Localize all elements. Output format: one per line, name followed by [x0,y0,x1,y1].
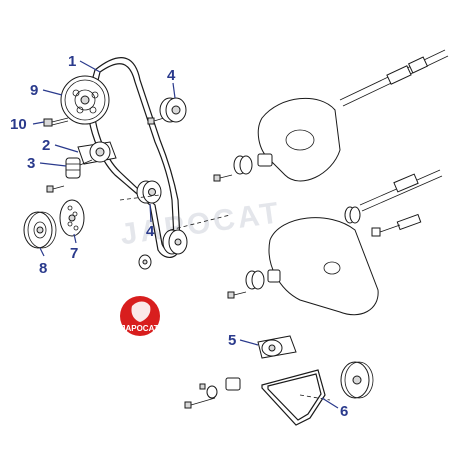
middle-gear [344,206,361,224]
bolt-small [213,174,233,182]
crankshaft-pulley [23,211,57,249]
middle-shaft [359,169,443,212]
timing-belt-lower [261,369,326,426]
lower-gear [245,270,265,290]
watermark-text: JAPOCAT [118,196,283,251]
lower-washer [206,385,218,399]
crank-sprocket [162,229,188,255]
lower-housing [268,217,379,316]
callout-6: 6 [340,403,348,420]
bolt-small [227,291,247,299]
upper-gear [233,155,253,175]
pulley-bolt [43,117,69,127]
bolt-small [46,185,65,193]
lower-tensioner [257,335,297,359]
callout-2: 2 [42,137,50,154]
upper-bushing [257,153,273,167]
callout-1: 1 [68,53,76,70]
callout-10: 10 [10,116,27,133]
cam-sprocket [340,361,374,399]
belt-tensioner [77,141,117,165]
bolt-small [147,117,165,125]
callout-8: 8 [39,260,47,277]
side-shaft [371,213,422,237]
upper-housing [257,97,341,182]
camshaft-pulley [60,75,110,125]
spacer-plate [59,199,85,237]
callout-9: 9 [30,82,38,99]
upper-shaft [339,49,449,107]
crank-washer [138,254,152,270]
callout-4-bottom: 4 [146,223,155,240]
idler-pulley [159,97,187,123]
timing-belt-lower-inner [267,373,322,421]
idler-pulley [136,180,162,204]
callout-5: 5 [228,332,236,349]
callout-3: 3 [27,155,35,172]
tensioner-spring [65,157,93,179]
lower-bushing [267,269,281,283]
bolt-small [199,383,206,390]
lower-bushing [225,377,241,391]
logo-label: JAPOCAT [121,324,159,333]
japocat-logo: JAPOCAT [120,296,160,336]
callout-7: 7 [70,245,78,262]
lower-bolt-long [184,397,216,409]
callout-4-top: 4 [167,67,176,84]
